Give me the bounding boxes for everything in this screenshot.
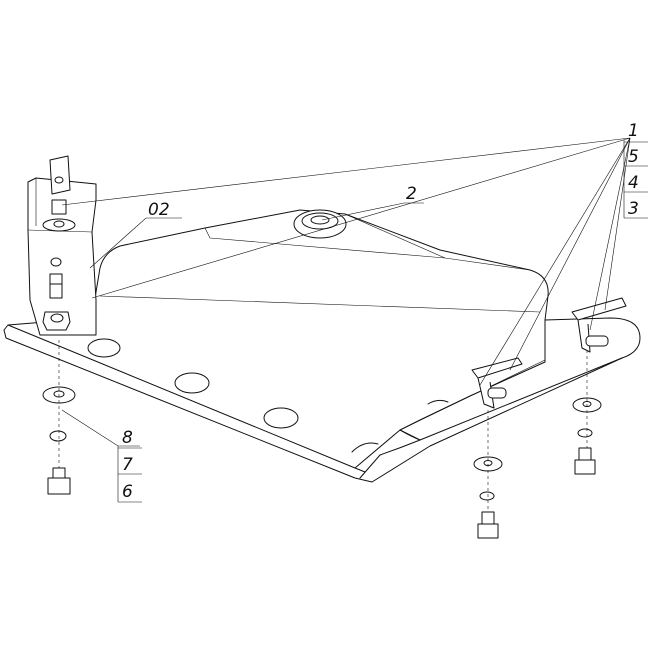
left-fastener-stack: [42, 386, 76, 495]
callout-4: 4: [628, 173, 639, 193]
callout-8: 8: [122, 428, 133, 448]
callout-5: 5: [628, 147, 639, 167]
left-bracket: [27, 155, 97, 336]
skid-plate: [3, 209, 641, 483]
callout-1: 1: [628, 121, 639, 141]
callout-2: 2: [406, 184, 417, 204]
bolt-6: [47, 477, 71, 495]
hole-3: [263, 407, 299, 429]
leader-lines: [58, 137, 648, 512]
callout-labels: 1 5 4 3 2 02 8 7 6: [122, 121, 639, 502]
hole-1: [87, 338, 121, 358]
right-bracket-rear: [571, 297, 627, 353]
hole-2: [174, 372, 210, 394]
callout-02: 02: [148, 200, 170, 220]
callout-3: 3: [628, 199, 639, 219]
callout-6: 6: [122, 482, 133, 502]
right-fastener-stack-front: [473, 456, 503, 539]
right-bracket-front: [471, 357, 523, 409]
callout-7: 7: [122, 455, 133, 475]
lock-washer-7: [49, 430, 67, 442]
